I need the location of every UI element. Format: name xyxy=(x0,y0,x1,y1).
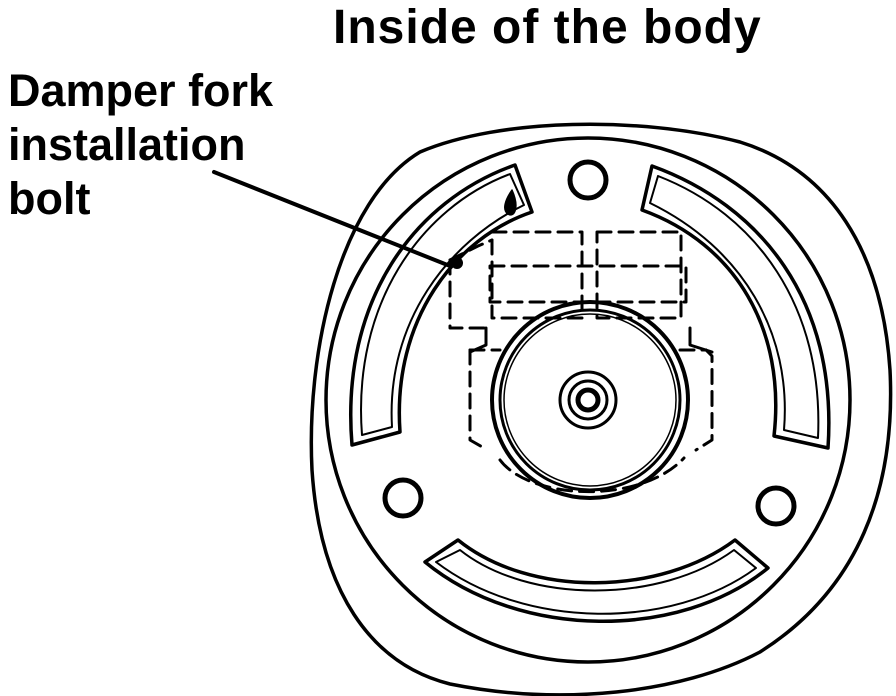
top-mounting-hole xyxy=(567,159,609,201)
center-shaft-outer xyxy=(558,370,618,430)
teardrop-mark xyxy=(504,189,517,216)
outer-body-contour xyxy=(309,122,893,696)
callout-line-3: bolt xyxy=(8,173,91,224)
callout-line-2: installation xyxy=(8,119,246,170)
central-boss-inner-ring xyxy=(503,313,677,487)
callout-leader-line xyxy=(212,170,452,268)
damper-fork-bolt-callout: Damper fork installation bolt xyxy=(8,64,273,226)
boss-flange xyxy=(468,326,714,354)
mounting-plate-circle xyxy=(324,136,852,664)
figure-title: Inside of the body xyxy=(333,1,762,54)
callout-line-1: Damper fork xyxy=(8,65,274,116)
center-shaft-core xyxy=(575,387,601,413)
central-boss-outer xyxy=(490,300,690,500)
central-boss-ring xyxy=(498,308,682,492)
bottom-arc-slot xyxy=(423,538,770,623)
right-arc-slot xyxy=(640,164,831,450)
right-arc-slot-inner xyxy=(649,175,820,439)
bottom-arc-slot-inner xyxy=(435,549,757,615)
left-arc-slot-inner xyxy=(360,173,525,436)
right-mounting-hole xyxy=(755,485,797,527)
center-shaft-mid xyxy=(567,379,609,421)
left-mounting-hole xyxy=(382,477,424,519)
installation-bolt-marker xyxy=(451,257,463,269)
